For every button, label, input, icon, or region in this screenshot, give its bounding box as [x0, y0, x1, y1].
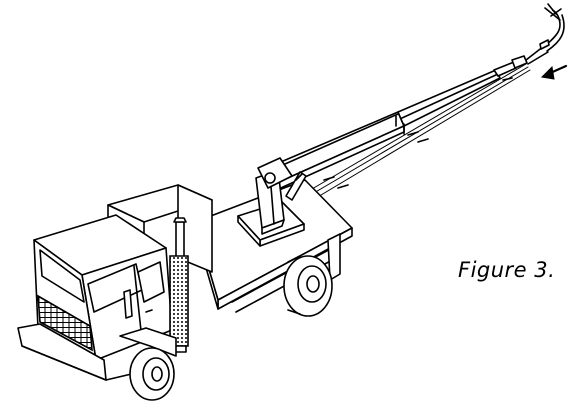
- boom-lines: [300, 64, 530, 204]
- figure-caption: Figure 3.: [458, 258, 556, 282]
- telescoping-boom: [262, 56, 527, 192]
- direction-arrow-icon: [542, 66, 566, 79]
- front-grille: [38, 296, 92, 350]
- front-wheel: [120, 328, 176, 400]
- exhaust-stack: [170, 218, 188, 352]
- boom-pedestal: [238, 158, 306, 246]
- line-end-nozzle: [526, 4, 564, 64]
- rear-wheel: [284, 256, 332, 316]
